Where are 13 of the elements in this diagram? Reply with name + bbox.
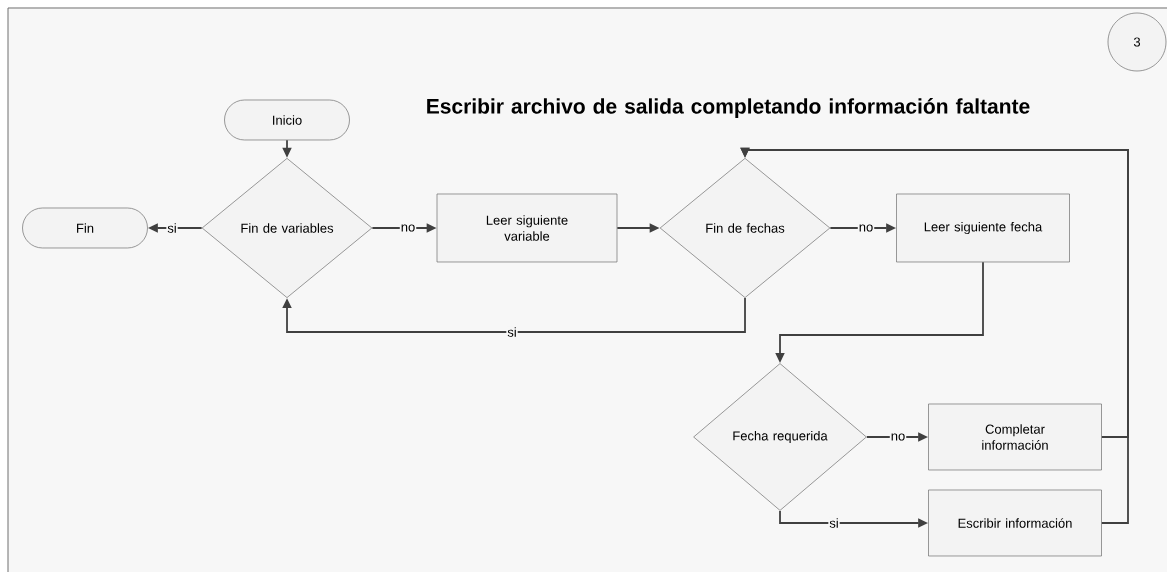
process-box: Completar información [928, 403, 1102, 471]
edge-label: si [828, 517, 840, 529]
edge-label: no [399, 223, 417, 233]
arrow [740, 147, 1129, 524]
edge-label: si [506, 326, 518, 338]
edge-label: si [166, 222, 178, 234]
edge-label: no [889, 432, 907, 442]
edge-label: no [857, 223, 875, 233]
process-box: Escribir información [928, 489, 1102, 557]
title: Escribir archivo de salida completando información faltante [427, 98, 1030, 118]
process-box: Leer siguiente variable [436, 193, 618, 263]
arrow [282, 297, 746, 333]
process-box: Leer siguiente fecha [896, 193, 1070, 263]
